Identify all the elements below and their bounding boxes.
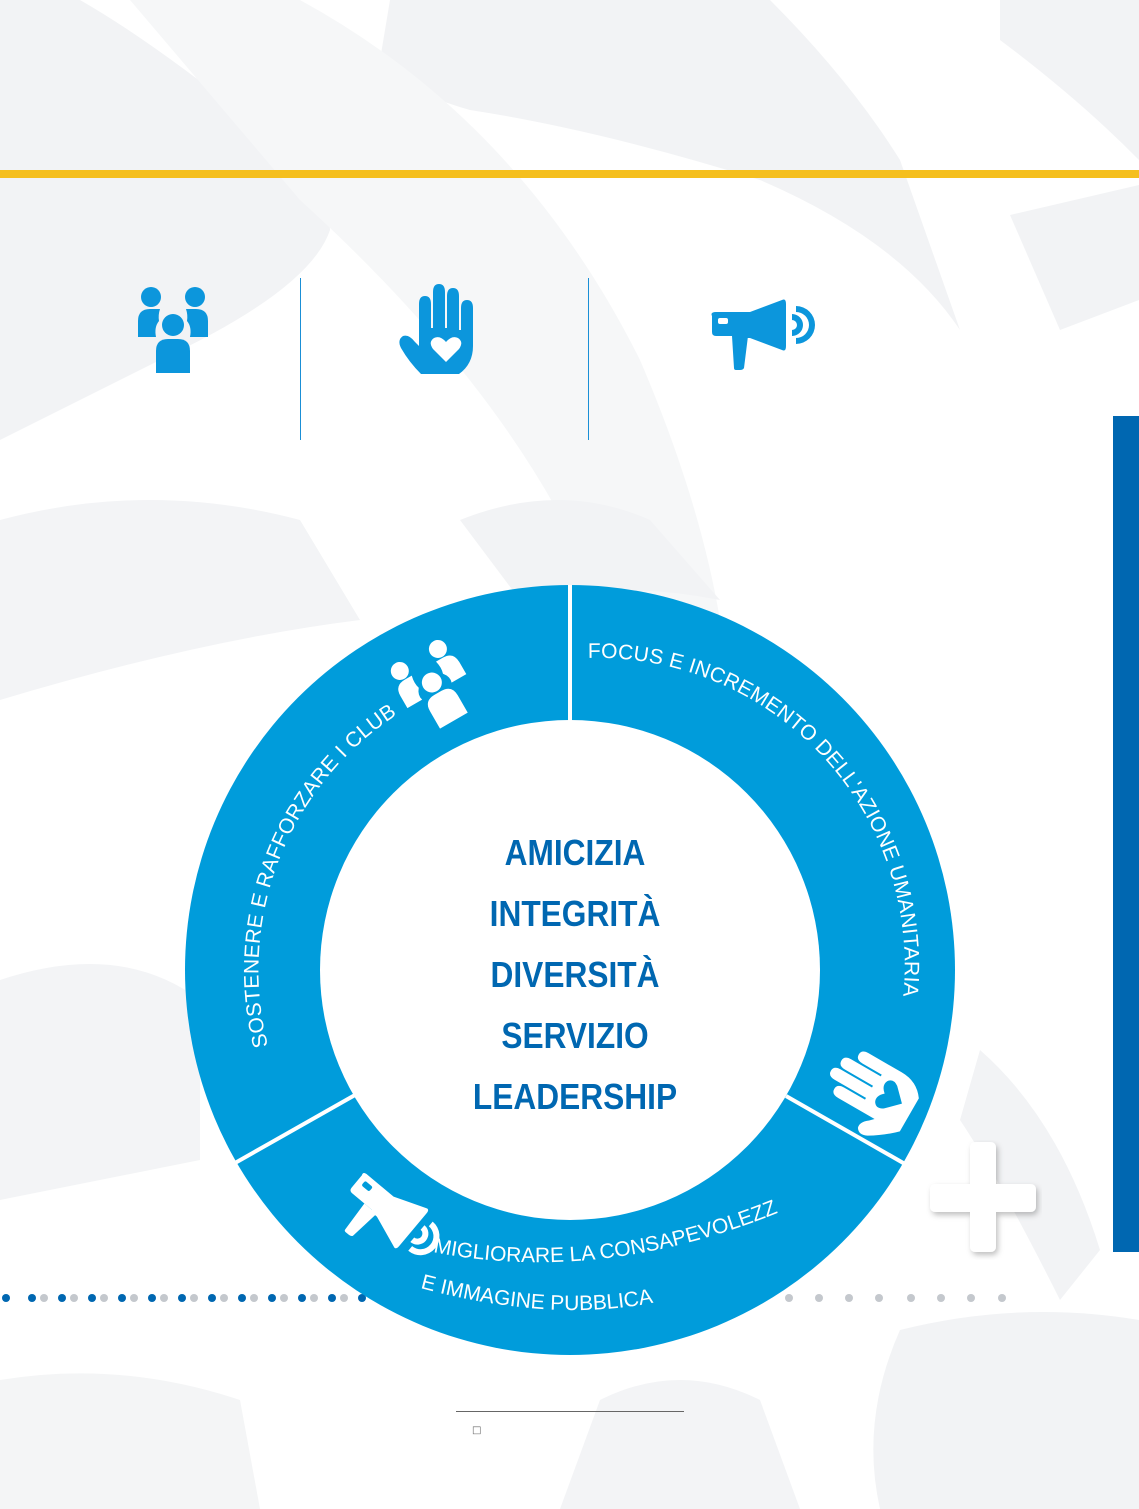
side-accent-bar [1113, 416, 1139, 1252]
value-servizio: SERVIZIO [501, 1015, 649, 1056]
value-integrita: INTEGRITÀ [489, 893, 661, 934]
ring-inner-circle [320, 720, 820, 1220]
value-diversita: DIVERSITÀ [490, 954, 660, 995]
vertical-divider-1 [300, 278, 301, 440]
footer-mark: □ [472, 1425, 482, 1436]
value-leadership: LEADERSHIP [472, 1076, 678, 1117]
ring-separator-right [785, 1094, 906, 1166]
megaphone-icon [711, 299, 815, 370]
ring-megaphone-icon [344, 1173, 440, 1256]
people-group-icon [138, 287, 208, 373]
ring-separator-left [234, 1093, 356, 1165]
dotted-line-left [2, 1294, 366, 1302]
dotted-line-right [785, 1294, 1006, 1302]
hand-heart-icon [399, 284, 473, 374]
vertical-divider-2 [588, 278, 589, 440]
ring-hand-heart-icon [830, 1051, 919, 1136]
ring-people-group-icon [390, 639, 468, 729]
value-amicizia: AMICIZIA [504, 832, 646, 873]
plus-icon [930, 1142, 1036, 1252]
footer-line [456, 1411, 684, 1412]
gold-divider-line [0, 170, 1139, 178]
core-values-list: AMICIZIA INTEGRITÀ DIVERSITÀ SERVIZIO LE… [420, 822, 730, 1127]
